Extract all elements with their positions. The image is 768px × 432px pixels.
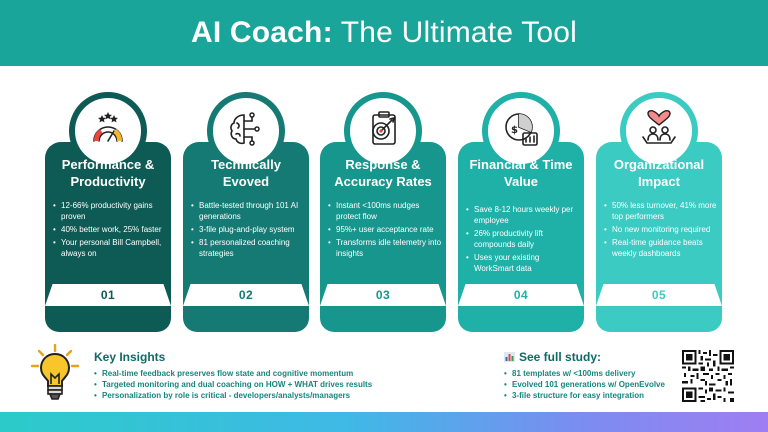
card-bullets: Save 8-12 hours weekly per employee 26% … bbox=[466, 204, 580, 276]
card-number-tab bbox=[596, 284, 722, 306]
card-bullets: 50% less turnover, 41% more top performe… bbox=[604, 200, 718, 261]
card-bullet: 40% better work, 25% faster bbox=[53, 224, 167, 235]
study-item: Evolved 101 generations w/ OpenEvolve bbox=[504, 379, 684, 390]
insight-item: Targeted monitoring and dual coaching on… bbox=[94, 379, 474, 390]
study-title: See full study: bbox=[519, 350, 602, 364]
svg-text:$: $ bbox=[511, 125, 518, 136]
card-number-tab bbox=[183, 284, 309, 306]
hands-heart-icon bbox=[642, 110, 676, 144]
card-foot bbox=[458, 306, 584, 316]
card-bullets: 12-66% productivity gains proven 40% bet… bbox=[53, 200, 167, 261]
card-icon-circle bbox=[69, 92, 147, 170]
insights-list: Real-time feedback preserves flow state … bbox=[94, 368, 474, 401]
card-foot bbox=[183, 306, 309, 316]
card-bullet: 81 personalized coaching strategies bbox=[191, 237, 305, 259]
card-foot bbox=[596, 306, 722, 316]
card-number: 05 bbox=[651, 288, 667, 302]
card-icon-circle bbox=[344, 92, 422, 170]
card-number: 04 bbox=[513, 288, 529, 302]
card-bullet: Your personal Bill Campbell, always on bbox=[53, 237, 167, 259]
card-response: Response & Accuracy Rates Instant <100ms… bbox=[320, 92, 446, 332]
study-section: See full study: 81 templates w/ <100ms d… bbox=[504, 350, 684, 406]
insight-item: Personalization by role is critical - de… bbox=[94, 390, 474, 401]
card-title: Response & Accuracy Rates bbox=[334, 157, 432, 189]
card-title: Financial & Time Value bbox=[469, 157, 573, 189]
card-number-tab bbox=[45, 284, 171, 306]
card-title: Organizational Impact bbox=[613, 157, 705, 189]
card-performance: Performance & Productivity 12-66% produc… bbox=[45, 92, 171, 332]
card-bullets: Battle-tested through 101 AI generations… bbox=[191, 200, 305, 261]
card-foot bbox=[45, 306, 171, 316]
card-financial: $ Financial & Time Value Save 8-12 hours… bbox=[458, 92, 584, 332]
card-technical: Technically Evoved Battle-tested through… bbox=[183, 92, 309, 332]
study-item: 81 templates w/ <100ms delivery bbox=[504, 368, 684, 379]
study-item: 3-file structure for easy integration bbox=[504, 390, 684, 401]
page-title: AI Coach: The Ultimate Tool bbox=[191, 16, 577, 50]
card-icon-circle bbox=[620, 92, 698, 170]
card-number: 03 bbox=[375, 288, 391, 302]
card-bullet: Instant <100ms nudges protect flow bbox=[328, 200, 442, 222]
target-clipboard-icon bbox=[372, 111, 396, 145]
card-bullet: Real-time guidance beats weekly dashboar… bbox=[604, 237, 718, 259]
card-bullet: Uses your existing WorkSmart data bbox=[466, 252, 580, 274]
insights-title: Key Insights bbox=[94, 350, 166, 364]
card-bullet: 3-file plug-and-play system bbox=[191, 224, 305, 235]
card-title: Technically Evoved bbox=[211, 157, 281, 189]
card-icon-circle bbox=[482, 92, 560, 170]
card-bullet: 12-66% productivity gains proven bbox=[53, 200, 167, 222]
card-bullet: 50% less turnover, 41% more top performe… bbox=[604, 200, 718, 222]
card-organizational: Organizational Impact 50% less turnover,… bbox=[596, 92, 722, 332]
card-bullet: 95%+ user acceptance rate bbox=[328, 224, 442, 235]
header-banner: AI Coach: The Ultimate Tool bbox=[0, 0, 768, 66]
card-number-tab bbox=[458, 284, 584, 306]
brain-circuit-icon bbox=[230, 112, 260, 146]
study-list: 81 templates w/ <100ms delivery Evolved … bbox=[504, 368, 684, 401]
key-insights-section: Key Insights Real-time feedback preserve… bbox=[30, 344, 470, 406]
card-bullet: Save 8-12 hours weekly per employee bbox=[466, 204, 580, 226]
card-bullet: Transforms idle telemetry into insights bbox=[328, 237, 442, 259]
finance-chart-icon: $ bbox=[505, 113, 538, 146]
title-rest: The Ultimate Tool bbox=[340, 16, 578, 49]
card-foot bbox=[320, 306, 446, 316]
card-bullet: 26% productivity lift compounds daily bbox=[466, 228, 580, 250]
card-number: 01 bbox=[100, 288, 116, 302]
study-heading: See full study: bbox=[504, 350, 601, 364]
footer-gradient-bar bbox=[0, 412, 768, 432]
card-bullet: No new monitoring required bbox=[604, 224, 718, 235]
card-icon-circle bbox=[207, 92, 285, 170]
card-bullets: Instant <100ms nudges protect flow 95%+ … bbox=[328, 200, 442, 261]
gauge-stars-icon bbox=[93, 112, 123, 142]
lightbulb-icon bbox=[30, 344, 80, 400]
bar-chart-icon bbox=[504, 352, 515, 362]
card-title: Performance & Productivity bbox=[61, 157, 155, 189]
qr-code-icon[interactable] bbox=[682, 350, 734, 402]
card-bullet: Battle-tested through 101 AI generations bbox=[191, 200, 305, 222]
card-number-tab bbox=[320, 284, 446, 306]
card-number: 02 bbox=[238, 288, 254, 302]
title-bold: AI Coach: bbox=[190, 16, 333, 49]
insight-item: Real-time feedback preserves flow state … bbox=[94, 368, 474, 379]
